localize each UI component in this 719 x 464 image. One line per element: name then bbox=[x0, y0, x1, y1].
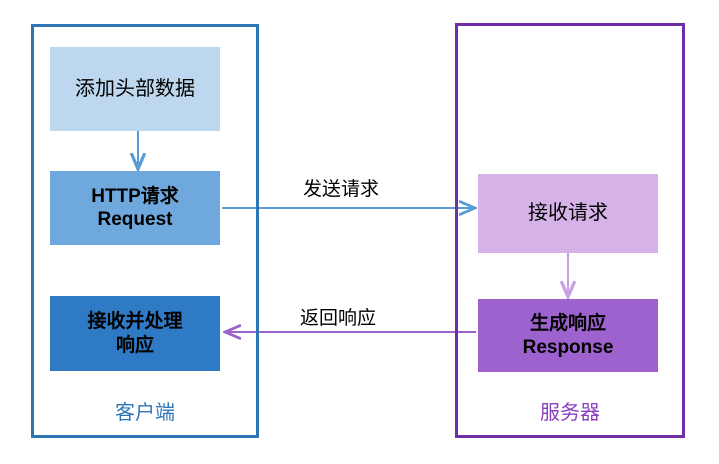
node-add-header-data-line1: 添加头部数据 bbox=[75, 77, 195, 100]
edge-label-send-request: 发送请求 bbox=[303, 179, 380, 200]
node-handle-response-line1: 接收并处理 bbox=[87, 311, 183, 333]
node-receive-request[interactable]: 接收请求 bbox=[478, 174, 658, 253]
node-receive-request-line1: 接收请求 bbox=[528, 202, 608, 225]
server-container bbox=[455, 23, 685, 438]
edge-label-return-response: 返回响应 bbox=[300, 308, 377, 329]
node-http-request-line1: HTTP请求 bbox=[91, 185, 179, 207]
node-http-request-line2: Request bbox=[97, 209, 173, 230]
node-add-header-data[interactable]: 添加头部数据 bbox=[50, 47, 220, 131]
node-handle-response-line2: 响应 bbox=[115, 334, 154, 356]
node-generate-response[interactable]: 生成响应 Response bbox=[478, 299, 658, 372]
node-http-request[interactable]: HTTP请求 Request bbox=[50, 171, 220, 245]
node-handle-response[interactable]: 接收并处理 响应 bbox=[50, 296, 220, 371]
server-caption: 服务器 bbox=[540, 402, 600, 424]
client-container bbox=[31, 24, 259, 438]
client-caption: 客户端 bbox=[115, 402, 175, 424]
node-generate-response-line2: Response bbox=[522, 336, 614, 358]
node-generate-response-line1: 生成响应 bbox=[529, 313, 606, 335]
